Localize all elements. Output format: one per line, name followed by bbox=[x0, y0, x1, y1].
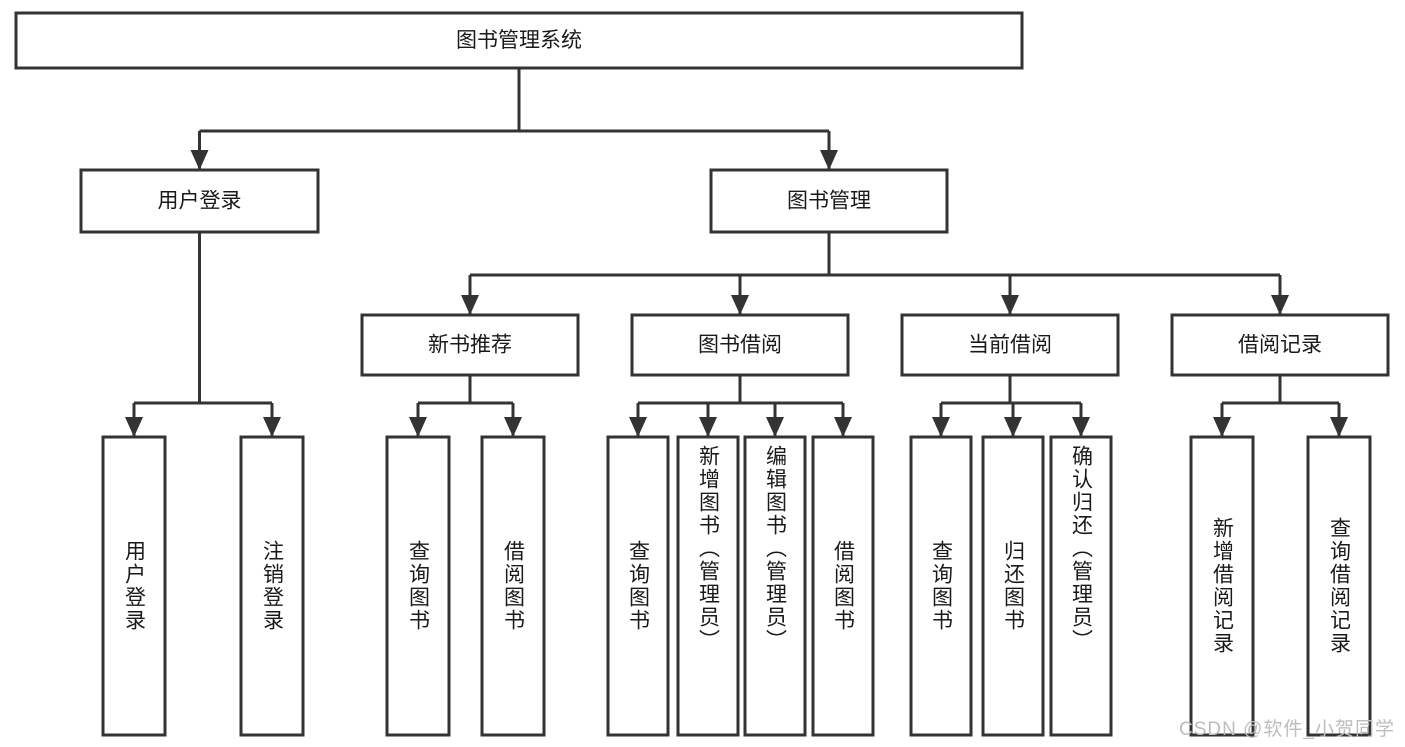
arrowhead-icon bbox=[125, 417, 143, 437]
node-label: 新书推荐 bbox=[428, 334, 512, 357]
node-leaf-9[interactable] bbox=[909, 435, 973, 737]
node-label: 用户登录 bbox=[158, 190, 242, 213]
node-level2-1[interactable]: 用户登录 bbox=[79, 168, 320, 234]
node-leaf-13[interactable] bbox=[1306, 435, 1372, 737]
arrowhead-icon bbox=[190, 150, 209, 170]
arrowhead-icon bbox=[461, 295, 479, 315]
arrowhead-icon bbox=[1072, 417, 1090, 437]
arrowhead-icon bbox=[820, 150, 838, 170]
arrowhead-icon bbox=[263, 417, 281, 437]
node-label: 图书管理系统 bbox=[456, 29, 582, 52]
node-leaf-10[interactable] bbox=[981, 435, 1045, 737]
node-leaf-8[interactable] bbox=[811, 435, 875, 737]
node-leaf-5[interactable] bbox=[606, 435, 670, 737]
node-label: 当前借阅 bbox=[968, 334, 1052, 357]
arrowhead-icon bbox=[731, 295, 749, 315]
node-图书管理系统-root[interactable]: 图书管理系统 bbox=[14, 11, 1024, 70]
arrowhead-icon bbox=[1330, 417, 1348, 437]
node-leaf-7[interactable] bbox=[743, 435, 807, 737]
arrowhead-icon bbox=[1001, 295, 1019, 315]
arrowhead-icon bbox=[766, 417, 784, 437]
arrowhead-icon bbox=[409, 417, 427, 437]
arrowhead-icon bbox=[629, 417, 647, 437]
node-leaf-2[interactable] bbox=[239, 435, 305, 737]
arrowhead-icon bbox=[834, 417, 852, 437]
node-level3-3[interactable]: 当前借阅 bbox=[900, 313, 1120, 377]
node-level3-1[interactable]: 新书推荐 bbox=[360, 313, 580, 377]
watermark-text: CSDN @软件_小贺同学 bbox=[1179, 719, 1395, 740]
node-leaf-6[interactable] bbox=[676, 435, 740, 737]
node-leaf-3[interactable] bbox=[385, 435, 451, 737]
node-label: 图书管理 bbox=[787, 190, 871, 213]
arrowhead-icon bbox=[1271, 295, 1289, 315]
arrowhead-icon bbox=[1004, 417, 1022, 437]
node-level3-2[interactable]: 图书借阅 bbox=[630, 313, 850, 377]
node-level3-4[interactable]: 借阅记录 bbox=[1170, 313, 1390, 377]
node-label: 借阅记录 bbox=[1238, 334, 1322, 357]
node-leaf-11[interactable] bbox=[1049, 435, 1113, 737]
node-label: 图书借阅 bbox=[698, 334, 782, 357]
node-leaf-4[interactable] bbox=[480, 435, 546, 737]
arrowhead-icon bbox=[699, 417, 717, 437]
connector-layer bbox=[125, 68, 1348, 437]
arrowhead-icon bbox=[504, 417, 522, 437]
node-leaf-1[interactable] bbox=[101, 435, 167, 737]
node-leaf-12[interactable] bbox=[1189, 435, 1255, 737]
arrowhead-icon bbox=[932, 417, 950, 437]
arrowhead-icon bbox=[1213, 417, 1231, 437]
node-level2-2[interactable]: 图书管理 bbox=[709, 168, 949, 234]
